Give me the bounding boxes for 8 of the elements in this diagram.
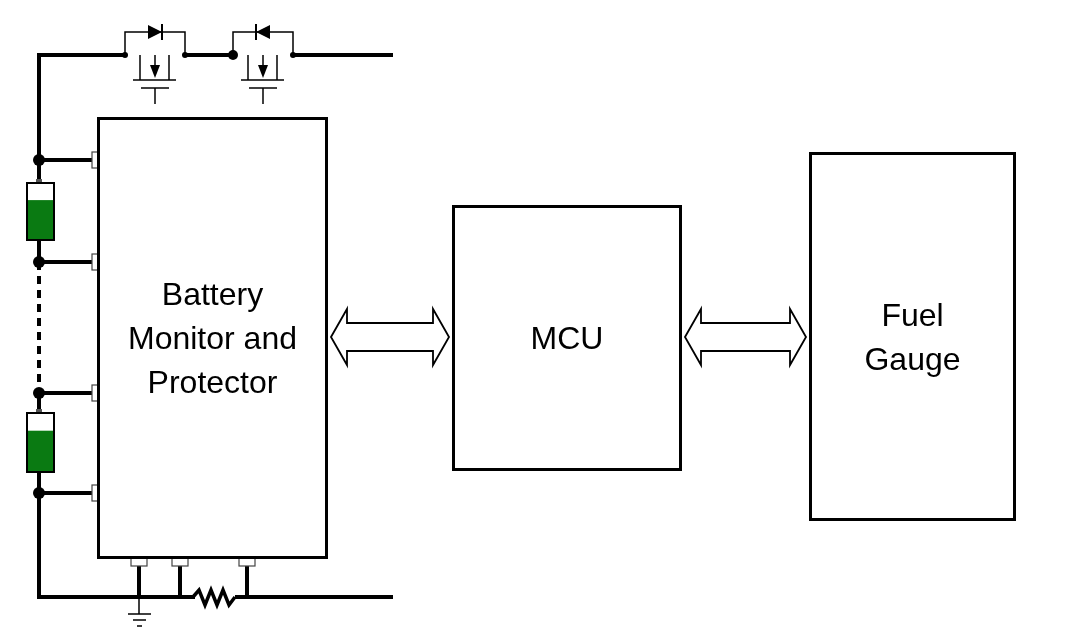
- double-arrow: [329, 305, 451, 369]
- block-label: Fuel Gauge: [863, 295, 962, 379]
- double-arrow: [683, 305, 808, 369]
- block-label: MCU: [530, 319, 604, 358]
- block-box: [452, 205, 682, 471]
- block-box: [97, 117, 328, 559]
- block-label: Battery Monitor and Protector: [127, 275, 298, 402]
- block-box: [809, 152, 1016, 521]
